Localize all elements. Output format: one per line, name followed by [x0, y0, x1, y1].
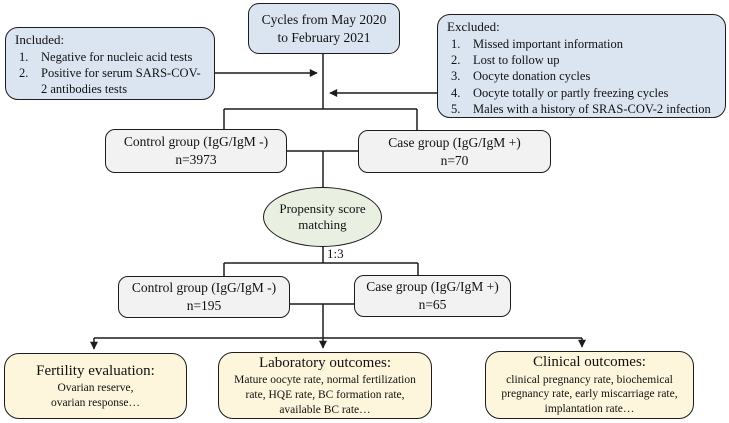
excluded-item: 2. Lost to follow up [447, 52, 717, 68]
included-criteria-box: Included: 1. Negative for nucleic acid t… [5, 27, 215, 100]
outcome-body-line: Ovarian reserve, [57, 382, 134, 395]
cycles-period-text: Cycles from May 2020 to February 2021 [261, 11, 387, 45]
group-label: Case group (IgG/IgM +) [366, 279, 499, 295]
outcome-body: Mature oocyte rate, normal fertilization… [234, 374, 416, 416]
group-count: n=195 [186, 298, 222, 313]
included-item: 1. Negative for nucleic acid tests [15, 49, 206, 65]
item-text: Males with a history of SRAS-COV-2 infec… [473, 101, 711, 116]
excluded-item: 3. Oocyte donation cycles [447, 68, 717, 84]
excluded-item: 1. Missed important information [447, 36, 717, 52]
item-number: 1. [19, 49, 29, 64]
item-number: 2. [451, 53, 461, 68]
case-group-matched-box: Case group (IgG/IgM +) n=65 [354, 275, 511, 317]
included-heading: Included: [15, 32, 65, 47]
excluded-item: 4. Oocyte totally or partly freezing cyc… [447, 85, 717, 101]
clinical-outcomes-box: Clinical outcomes: clinical pregnancy ra… [485, 351, 694, 419]
outcome-title: Clinical outcomes: [533, 354, 646, 371]
item-number: 2. [19, 66, 29, 81]
outcome-title: Laboratory outcomes: [258, 354, 392, 371]
item-text: Negative for nucleic acid tests [41, 49, 193, 64]
item-text: Missed important information [473, 36, 623, 51]
group-label: Control group (IgG/IgM -) [123, 134, 269, 150]
item-text: Lost to follow up [473, 53, 560, 68]
item-text: Oocyte totally or partly freezing cycles [473, 85, 669, 100]
outcome-title: Fertility evaluation: [36, 362, 155, 379]
excluded-item: 5. Males with a history of SRAS-COV-2 in… [447, 101, 717, 117]
matching-ratio-label: 1:3 [327, 246, 344, 261]
group-count: n=70 [440, 152, 469, 168]
item-number: 1. [451, 36, 461, 51]
propensity-matching-text: Propensity score matching [279, 200, 366, 232]
cycles-period-box: Cycles from May 2020 to February 2021 [248, 3, 400, 54]
group-label: Case group (IgG/IgM +) [388, 134, 521, 150]
outcome-body: clinical pregnancy rate, biochemical pre… [501, 373, 678, 416]
case-group-initial-box: Case group (IgG/IgM +) n=70 [358, 130, 551, 173]
item-number: 4. [451, 85, 461, 100]
item-number: 3. [451, 69, 461, 84]
outcome-body-line: ovarian response… [50, 396, 141, 409]
included-item: 2. Positive for serum SARS-COV-2 antibod… [15, 65, 206, 98]
group-count: n=3973 [175, 152, 217, 167]
laboratory-outcomes-box: Laboratory outcomes: Mature oocyte rate,… [218, 352, 432, 419]
item-text: Oocyte donation cycles [473, 69, 591, 84]
item-number: 5. [451, 101, 461, 116]
excluded-heading: Excluded: [447, 19, 500, 34]
group-label: Control group (IgG/IgM -) [131, 280, 277, 296]
fertility-evaluation-box: Fertility evaluation: Ovarian reserve, o… [4, 353, 187, 419]
item-text: Positive for serum SARS-COV-2 antibodies… [41, 66, 201, 97]
excluded-criteria-box: Excluded: 1. Missed important informatio… [437, 14, 726, 118]
propensity-matching-ellipse: Propensity score matching [263, 187, 382, 247]
control-group-initial-box: Control group (IgG/IgM -) n=3973 [105, 129, 287, 173]
group-count: n=65 [418, 297, 447, 312]
control-group-matched-box: Control group (IgG/IgM -) n=195 [118, 276, 290, 318]
